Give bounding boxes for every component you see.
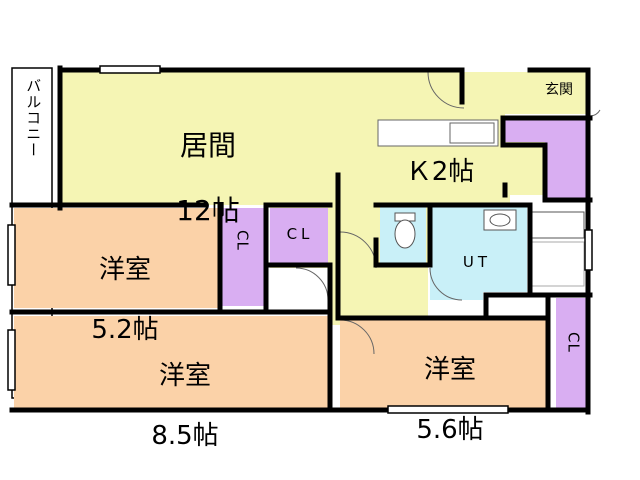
kitchen-label: Ｋ2帖 xyxy=(405,157,475,187)
western-room-2 xyxy=(14,316,330,408)
door-swing-entrance-2 xyxy=(589,109,601,117)
door-swing-western-3 xyxy=(339,319,375,355)
washbasin-bowl xyxy=(489,213,511,227)
western-room-3-name: 洋室 xyxy=(423,354,476,385)
western-room-1-size: 5.2帖 xyxy=(91,314,159,345)
closet-2-label: CL xyxy=(286,225,314,243)
windows xyxy=(7,65,593,414)
utility-label: UT xyxy=(462,253,492,271)
living-room-name: 居間 xyxy=(179,129,236,163)
western-room-2-label: 洋室 8.5帖 xyxy=(120,332,250,452)
door-swing-utility xyxy=(429,267,463,301)
closet-2-fill xyxy=(270,208,328,265)
door-swing-entrance xyxy=(427,71,465,109)
closet-1-fill xyxy=(222,208,264,306)
entrance-area xyxy=(462,72,587,114)
door-swing-western-2 xyxy=(295,267,329,301)
western-room-1-label: 洋室 5.2帖 xyxy=(70,226,180,346)
western-room-1 xyxy=(14,208,220,308)
western-room-2-size: 8.5帖 xyxy=(151,420,219,451)
western-room-1-name: 洋室 xyxy=(98,254,151,285)
entrance-label: 玄関 xyxy=(545,82,573,98)
closet-3-fill xyxy=(556,298,586,408)
bath-floor xyxy=(531,241,585,287)
sink xyxy=(449,122,495,144)
balcony-label: バルコニー xyxy=(24,78,43,158)
toilet-bowl xyxy=(394,219,416,249)
living-room-label: 居間 12帖 xyxy=(158,98,258,227)
closet-3-label: CL xyxy=(564,332,583,353)
western-room-3 xyxy=(340,320,548,408)
living-room-size: 12帖 xyxy=(176,193,240,227)
bathtub xyxy=(531,211,585,239)
closet-1-label: CL xyxy=(233,230,252,251)
walls xyxy=(9,65,593,415)
western-room-3-label: 洋室 5.6帖 xyxy=(390,326,510,446)
western-room-2-name: 洋室 xyxy=(158,360,211,391)
western-room-3-size: 5.6帖 xyxy=(416,414,484,445)
